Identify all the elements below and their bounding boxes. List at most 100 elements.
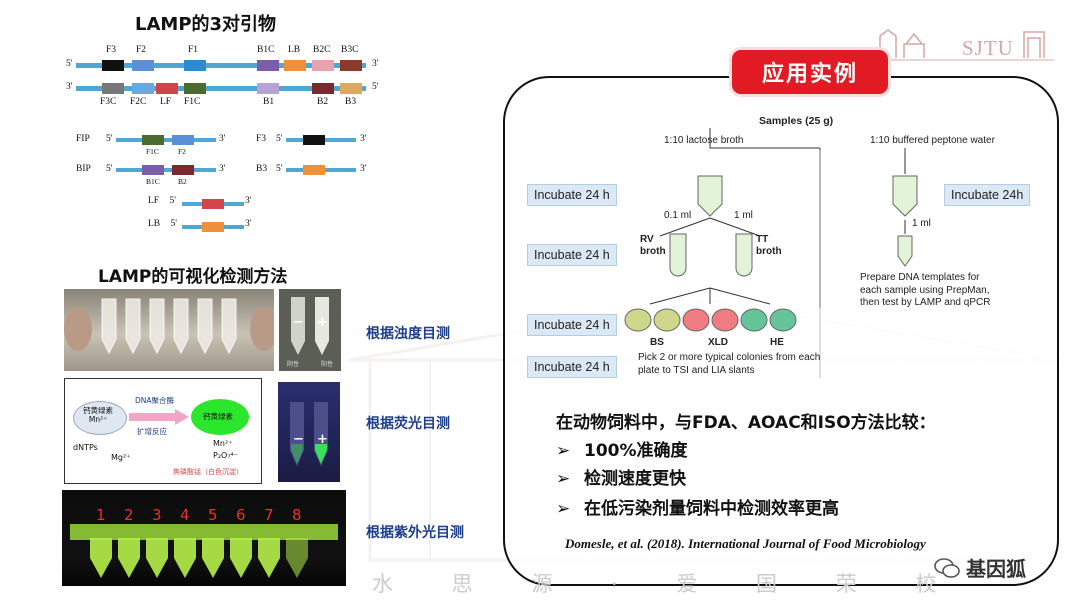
arrow-bottom-text: 扩增反应 (137, 427, 167, 436)
uv-tube-numbers: 1 2 3 4 5 6 7 8 (96, 506, 320, 524)
volume-01: 0.1 ml (664, 210, 692, 221)
lf-5: 5' (169, 196, 176, 206)
primer-labels: 5' 3' 3' 5' F3 F2 F1 B1C LB B2C B3C F3C … (60, 40, 390, 200)
label-fip: FIP (76, 134, 90, 144)
bullet-arrow-icon: ➢ (556, 469, 571, 489)
application-badge: 应用实例 (729, 47, 891, 97)
label-b1c: B1C (257, 45, 275, 55)
comparison-heading: 在动物饲料中，与FDA、AOAC和ISO方法比较： (556, 413, 936, 433)
incubate-step-1: Incubate 24 h (527, 184, 617, 206)
citation: Domesle, et al. (2018). International Jo… (565, 536, 926, 551)
lactose-label: 1:10 lactose broth (664, 135, 744, 146)
fip-3: 3' (219, 134, 226, 144)
lf-row: LF 5' 3' (148, 196, 251, 206)
agar-plate (653, 308, 681, 332)
bullet-arrow-icon: ➢ (556, 499, 571, 519)
prepare-dna-text: Prepare DNA templates for each sample us… (860, 272, 991, 308)
mg-text: Mg²⁺ (111, 453, 131, 462)
bip-5: 5' (106, 164, 113, 174)
fip-sub-f2: F2 (178, 147, 186, 156)
reaction-arrow-icon (129, 409, 189, 425)
minus-sign: − (293, 315, 304, 330)
peptone-label: 1:10 buffered peptone water (870, 135, 995, 146)
turbidity-photo (64, 289, 274, 371)
fip-5: 5' (106, 134, 113, 144)
plate-he: HE (770, 337, 784, 348)
lb-3: 3' (245, 219, 252, 229)
label-f2c: F2C (130, 97, 147, 107)
dntps-text: dNTPs (73, 443, 98, 452)
label-b3-primer: B3 (256, 164, 268, 174)
label-lf: LF (160, 97, 172, 107)
method-uv: 根据紫外光目测 (366, 525, 464, 541)
uv-strip-photo: 1 2 3 4 5 6 7 8 (62, 490, 346, 586)
method-fluorescence: 根据荧光目测 (366, 416, 450, 432)
label-b1: B1 (263, 97, 275, 107)
turbidity-tubes-photo: − + 阴性 阳性 (279, 289, 341, 371)
tube-number: 2 (124, 506, 134, 524)
incubate-step-4: Incubate 24 h (527, 356, 617, 378)
primer-diagram (76, 60, 366, 232)
agar-plate (769, 308, 797, 332)
bullet-arrow-icon: ➢ (556, 441, 571, 461)
lb-5: 5' (170, 219, 177, 229)
lb-row: LB 5' 3' (148, 219, 251, 229)
label-b2: B2 (317, 97, 329, 107)
label-f3: F3 (106, 45, 117, 55)
bip-3: 3' (219, 164, 226, 174)
label-b2c: B2C (313, 45, 331, 55)
tube-number: 8 (292, 506, 302, 524)
bullet-text: 检测速度更快 (584, 469, 686, 489)
plus-sign: + (317, 432, 328, 447)
bip-sub-b2: B2 (178, 177, 187, 186)
label-b3: B3 (345, 97, 357, 107)
incubate-step-2: Incubate 24 h (527, 244, 617, 266)
mn-text: Mn²⁺ (213, 439, 233, 448)
strand-5-end: 5' (372, 82, 379, 92)
flowchart (624, 128, 918, 378)
right-bubble-text: 钙黄绿素 (203, 412, 233, 421)
minus-sign: − (293, 432, 304, 447)
rv-broth-label: RV broth (640, 234, 666, 257)
precipitate-text: 焦磷酸锰（白色沉淀） (173, 468, 243, 476)
label-b3c: B3C (341, 45, 359, 55)
label-lb-primer: LB (148, 219, 161, 229)
left-bubble-text: 钙黄绿素 Mn²⁺ (83, 406, 113, 424)
university-logo-icon (876, 29, 1054, 61)
plate-xld: XLD (708, 337, 728, 348)
volume-1-right: 1 ml (912, 218, 931, 229)
label-f2: F2 (136, 45, 147, 55)
agar-plate (682, 308, 710, 332)
p2o7-text: P₂O₇⁴⁻ (213, 451, 238, 460)
bullet-accuracy: ➢ 100%准确度 (556, 436, 688, 461)
label-f1: F1 (188, 45, 199, 55)
label-f3-primer: F3 (256, 134, 267, 144)
fluorescence-diagram: 钙黄绿素 Mn²⁺ DNA聚合酶 扩增反应 钙黄绿素 dNTPs Mg²⁺ Mn… (64, 378, 262, 484)
method-turbidity: 根据浊度目测 (366, 326, 450, 342)
wechat-icon (934, 557, 960, 578)
tube-number: 4 (180, 506, 190, 524)
strand-5-end: 5' (66, 59, 73, 69)
lf-3: 3' (245, 196, 252, 206)
arrow-top-text: DNA聚合酶 (135, 396, 175, 405)
agar-plate (711, 308, 739, 332)
b3-3: 3' (360, 164, 367, 174)
strand-3-end: 3' (372, 59, 379, 69)
bullet-efficiency: ➢在低污染剂量饲料中检测效率更高 (556, 494, 839, 519)
tube-number: 1 (96, 506, 106, 524)
agar-plate (740, 308, 768, 332)
bullet-text: 100%准确度 (584, 441, 688, 461)
logo-text: SJTU (962, 36, 1014, 60)
positive-label: 阳性 (321, 361, 334, 368)
label-lb: LB (288, 45, 301, 55)
incubate-step-3: Incubate 24 h (527, 314, 617, 336)
visual-title: LAMP的可视化检测方法 (98, 267, 288, 287)
tube-number: 6 (236, 506, 246, 524)
plate-bs: BS (650, 337, 664, 348)
b3-5: 5' (276, 164, 283, 174)
label-f1c: F1C (184, 97, 201, 107)
bullet-speed: ➢ 检测速度更快 (556, 464, 686, 489)
label-f3c: F3C (100, 97, 117, 107)
tube-number: 5 (208, 506, 218, 524)
incubate-right: Incubate 24h (944, 184, 1031, 206)
